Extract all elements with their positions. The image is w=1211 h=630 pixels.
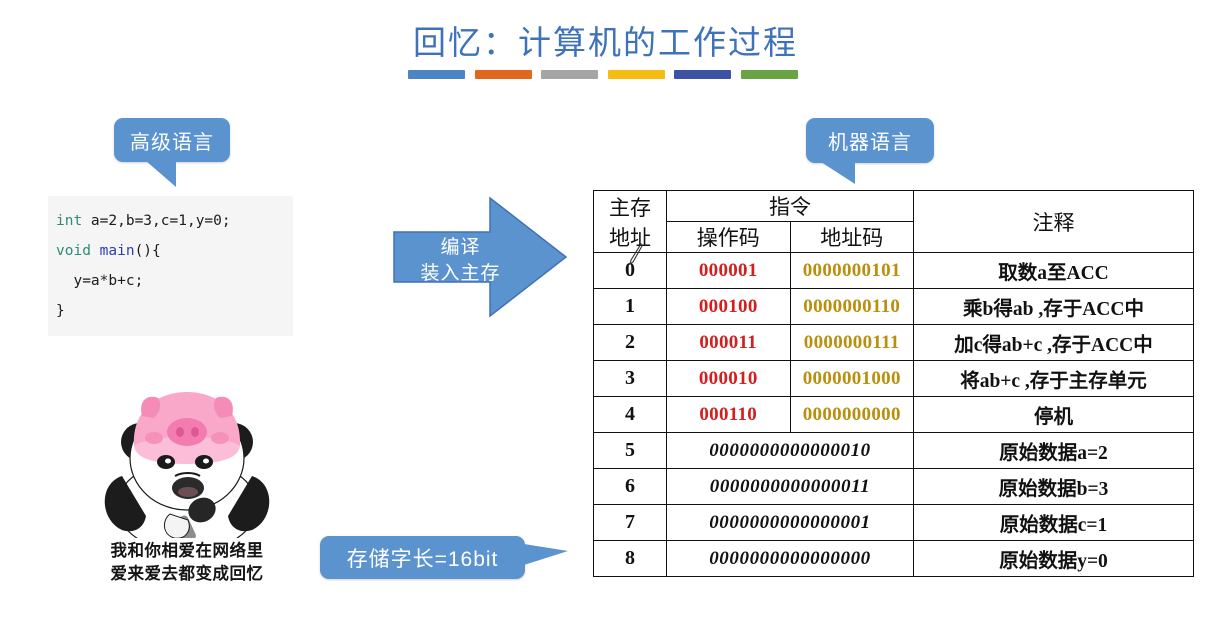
arrow-right-icon — [393, 196, 568, 318]
table-header-row-2: 操作码 地址码 — [594, 221, 1194, 253]
meme-caption-line1: 我和你相爱在网络里 — [110, 542, 264, 560]
panda-with-pig-hat-icon — [104, 392, 270, 553]
callout-high-level-label: 高级语言 — [130, 131, 214, 154]
table-row: 7 0000000000000001 原始数据c=1 — [593, 504, 1194, 541]
cell-address-code: 0000000111 — [789, 324, 914, 361]
source-code-block: int a=2,b=3,c=1,y=0; void main(){ y=a*b+… — [48, 196, 293, 336]
callout-storage-word-length: 存储字长=16bit — [320, 536, 568, 579]
code-keyword-int: int — [56, 213, 83, 229]
code-line-1-rest: a=2,b=3,c=1,y=0; — [82, 213, 231, 229]
cell-address-code: 0000000110 — [789, 288, 914, 325]
meme-caption-line2: 爱来爱去都变成回忆 — [110, 565, 264, 583]
code-line-2: void main(){ — [56, 236, 293, 266]
table-row: 0 000001 0000000101 取数a至ACC — [593, 252, 1194, 289]
code-keyword-void: void — [56, 243, 91, 259]
callout-high-level-language: 高级语言 — [114, 118, 230, 187]
page-title: 回忆：计算机的工作过程 — [413, 26, 798, 62]
callout-machine-label: 机器语言 — [828, 132, 912, 154]
callout-tail-icon — [816, 162, 855, 184]
cell-opcode: 000010 — [666, 360, 791, 397]
cell-note: 原始数据c=1 — [913, 504, 1194, 541]
header-addr-line1: 主存 — [609, 195, 651, 220]
table-row: 1 000100 0000000110 乘b得ab ,存于ACC中 — [593, 288, 1194, 325]
title-bar-green — [740, 70, 798, 79]
cell-address: 1 — [593, 288, 667, 325]
cell-opcode: 000110 — [666, 396, 791, 433]
instruction-memory-table: 主存 地址 指令 注释 操作码 地址码 0 000001 0000000101 … — [593, 190, 1194, 577]
cell-address: 0 — [593, 252, 667, 289]
table-row: 3 000010 0000001000 将ab+c ,存于主存单元 — [593, 360, 1194, 397]
title-bar-blue — [408, 70, 465, 79]
cell-address-code: 0000000101 — [789, 252, 914, 289]
callout-machine-language: 机器语言 — [806, 118, 934, 184]
cell-data-word: 0000000000000010 — [666, 432, 914, 469]
callout-tail-icon — [524, 544, 568, 565]
cell-note: 将ab+c ,存于主存单元 — [913, 360, 1194, 397]
code-line-2-rest: (){ — [134, 243, 161, 259]
header-main-memory-address: 主存 地址 — [593, 190, 667, 253]
table-row: 8 0000000000000000 原始数据y=0 — [593, 540, 1194, 577]
cell-note: 加c得ab+c ,存于ACC中 — [913, 324, 1194, 361]
table-header-row-1: 主存 地址 指令 注释 — [593, 190, 1194, 253]
cell-note: 乘b得ab ,存于ACC中 — [913, 288, 1194, 325]
cell-note: 停机 — [913, 396, 1194, 433]
code-line-4: } — [56, 303, 65, 319]
code-function-main: main — [99, 243, 135, 259]
cell-address: 2 — [593, 324, 667, 361]
cell-address: 3 — [593, 360, 667, 397]
code-space — [91, 243, 100, 259]
table-row: 4 000110 0000000000 停机 — [593, 396, 1194, 433]
header-address-code: 地址码 — [789, 221, 914, 253]
cell-data-word: 0000000000000001 — [666, 504, 914, 541]
meme-caption: 我和你相爱在网络里 爱来爱去都变成回忆 — [82, 540, 292, 586]
title-bar-gray — [541, 70, 599, 79]
table-row: 5 0000000000000010 原始数据a=2 — [593, 432, 1194, 469]
callout-tail-icon — [140, 161, 176, 187]
title-divider-bars — [408, 70, 798, 79]
cell-address: 7 — [593, 504, 667, 541]
table-row: 2 000011 0000000111 加c得ab+c ,存于ACC中 — [593, 324, 1194, 361]
header-instruction: 指令 — [666, 190, 914, 222]
header-addr-line2: 地址 — [609, 225, 651, 250]
table-row: 6 0000000000000011 原始数据b=3 — [593, 468, 1194, 505]
code-line-1: int a=2,b=3,c=1,y=0; — [56, 206, 293, 236]
cell-address-code: 0000001000 — [789, 360, 914, 397]
cell-opcode: 000100 — [666, 288, 791, 325]
cell-note: 取数a至ACC — [913, 252, 1194, 289]
header-opcode: 操作码 — [666, 221, 791, 253]
header-note: 注释 — [913, 190, 1194, 253]
cell-opcode: 000011 — [666, 324, 791, 361]
title-bar-orange — [474, 70, 532, 79]
cell-data-word: 0000000000000011 — [666, 468, 914, 505]
cell-note: 原始数据b=3 — [913, 468, 1194, 505]
cell-address: 5 — [593, 432, 667, 469]
arrow-label: 编译 装入主存 — [398, 235, 523, 287]
cell-address: 4 — [593, 396, 667, 433]
cell-note: 原始数据y=0 — [913, 540, 1194, 577]
cell-data-word: 0000000000000000 — [666, 540, 914, 577]
title-bar-navy — [674, 70, 732, 79]
arrow-label-line2: 装入主存 — [420, 263, 501, 284]
title-bar-yellow — [607, 70, 665, 79]
cell-address: 8 — [593, 540, 667, 577]
cell-note: 原始数据a=2 — [913, 432, 1194, 469]
cell-address: 6 — [593, 468, 667, 505]
cell-opcode: 000001 — [666, 252, 791, 289]
code-line-3: y=a*b+c; — [56, 273, 144, 289]
panda-meme-image: 我和你相爱在网络里 爱来爱去都变成回忆 — [82, 388, 292, 603]
arrow-label-line1: 编译 — [440, 237, 481, 258]
callout-word-length-label: 存储字长=16bit — [346, 547, 499, 571]
cell-address-code: 0000000000 — [789, 396, 914, 433]
compile-load-arrow: 编译 装入主存 — [390, 192, 570, 322]
